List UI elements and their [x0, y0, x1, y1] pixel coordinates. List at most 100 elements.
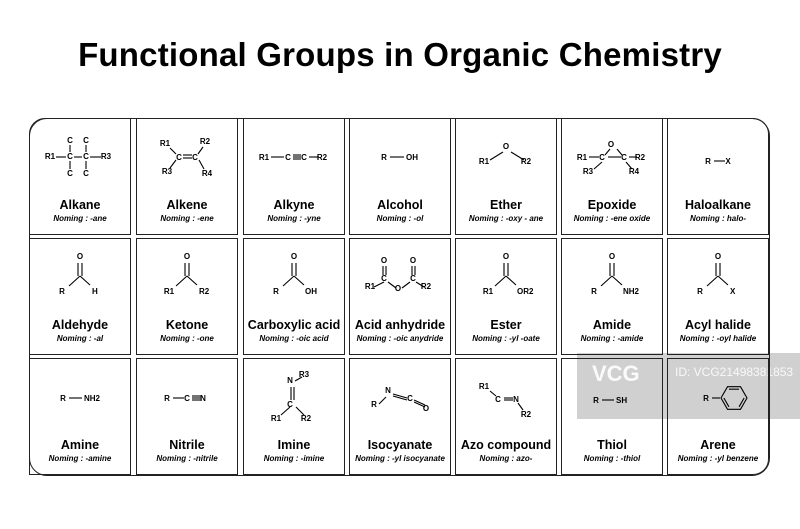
atom-label: O — [77, 252, 83, 261]
page-title: Functional Groups in Organic Chemistry — [78, 36, 722, 73]
group-name: Carboxylic acid — [247, 318, 341, 332]
atom-label: R2 — [635, 153, 646, 162]
group-name: Aldehyde — [51, 318, 109, 332]
naming-suffix: Noming : -oyl halide — [679, 334, 757, 343]
bond-line — [392, 393, 408, 399]
bond-line — [706, 275, 719, 287]
bond-line — [510, 151, 525, 161]
atom-label: C — [410, 274, 416, 283]
bond-line — [392, 395, 408, 401]
atom-label: C — [67, 169, 73, 178]
group-name: Epoxide — [587, 198, 637, 212]
atom-label: O — [423, 404, 429, 413]
bond-line — [415, 281, 425, 288]
atom-label: R1 — [479, 382, 490, 391]
naming-suffix: Noming : -amine — [48, 454, 112, 463]
atom-label: O — [715, 252, 721, 261]
bond-line — [494, 275, 507, 287]
atom-label: R — [705, 157, 711, 166]
atom-label: C — [407, 394, 413, 403]
atom-label: R2 — [421, 282, 432, 291]
atom-label: X — [730, 287, 736, 296]
bond-line — [517, 402, 524, 411]
atom-label: X — [725, 157, 731, 166]
bond-line — [600, 275, 613, 287]
bond-line — [294, 376, 303, 382]
atom-label: R3 — [299, 370, 310, 379]
naming-suffix: Noming : -oxy - ane — [468, 214, 544, 223]
atom-label: C — [192, 153, 198, 162]
bond-line — [282, 275, 295, 287]
atom-label: R — [703, 394, 709, 403]
atom-label: R1 — [45, 152, 56, 161]
atom-label: C — [495, 395, 501, 404]
atom-label: OR2 — [517, 287, 534, 296]
atom-label: C — [176, 153, 182, 162]
group-name: Azo compound — [460, 438, 552, 452]
atom-label: R — [593, 396, 599, 405]
bond-line — [295, 406, 305, 416]
atom-label: C — [285, 153, 291, 162]
naming-suffix: Noming : -yl benzene — [677, 454, 759, 463]
atom-label: N — [513, 395, 519, 404]
benzene-ring — [720, 386, 748, 410]
bond-line — [198, 159, 205, 170]
atom-label: R2 — [521, 157, 532, 166]
naming-suffix: Noming : -al — [56, 334, 104, 343]
group-name: Ketone — [165, 318, 209, 332]
bond-line — [625, 161, 633, 170]
bond-line — [413, 399, 426, 406]
atom-label: N — [287, 376, 293, 385]
naming-suffix: Noming : azo- — [479, 454, 533, 463]
atom-label: R3 — [583, 167, 594, 176]
naming-suffix: Noming : -nitrile — [156, 454, 218, 463]
atom-label: R — [371, 400, 377, 409]
atom-label: NH2 — [84, 394, 101, 403]
atom-label: C — [287, 400, 293, 409]
bond-line — [505, 275, 517, 286]
group-name: Arene — [700, 438, 736, 452]
bond-line — [79, 275, 91, 286]
atom-label: R1 — [271, 414, 282, 423]
naming-suffix: Noming : -thiol — [583, 454, 641, 463]
group-name: Amide — [592, 318, 632, 332]
atom-label: C — [184, 394, 190, 403]
atom-label: R — [164, 394, 170, 403]
bond-line — [68, 275, 81, 287]
watermark-logo: VCG — [592, 361, 640, 386]
naming-suffix: Noming : halo- — [690, 214, 746, 223]
atom-label: R1 — [577, 153, 588, 162]
atom-label: R1 — [483, 287, 494, 296]
group-name: Ether — [490, 198, 522, 212]
atom-label: O — [410, 256, 416, 265]
atom-label: C — [83, 152, 89, 161]
atom-label: H — [92, 287, 98, 296]
atom-label: N — [200, 394, 206, 403]
naming-suffix: Noming : -ene — [160, 214, 214, 223]
atom-label: SH — [616, 396, 627, 405]
bond-line — [401, 281, 411, 289]
group-name: Haloalkane — [684, 198, 751, 212]
